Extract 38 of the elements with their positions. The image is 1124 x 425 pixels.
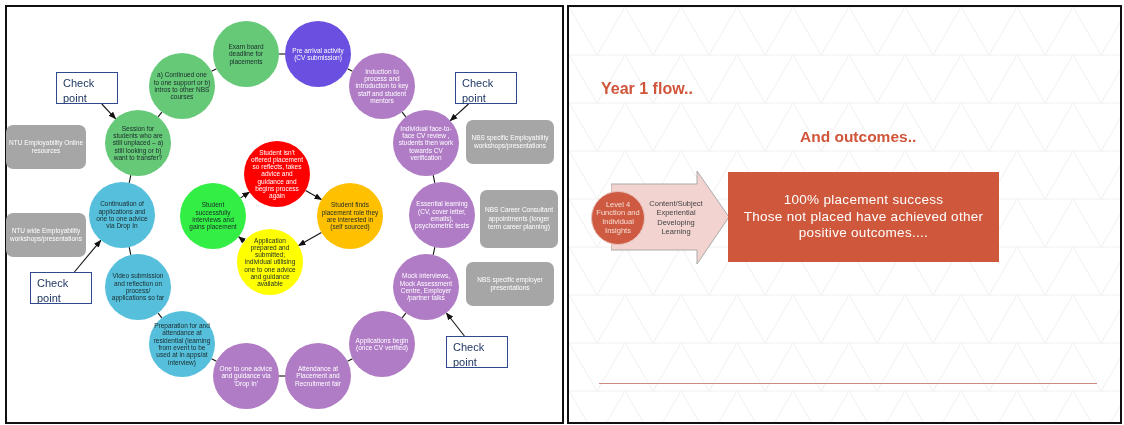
checkpoint-box [455, 72, 517, 104]
resource-box [466, 120, 554, 164]
checkpoint-box [56, 72, 118, 104]
checkpoint-box [446, 336, 508, 368]
slide-heading: Year 1 flow.. [601, 80, 693, 98]
connector-line [401, 312, 407, 319]
connector-line [157, 111, 163, 118]
checkpoint-label: Check point [37, 276, 70, 307]
connector-line [346, 68, 354, 72]
connector-line [401, 111, 407, 118]
connector-line [346, 358, 354, 362]
slide-heading: And outcomes.. [800, 128, 917, 146]
connector-line [210, 358, 218, 362]
arrow [445, 312, 465, 337]
resource-box [6, 125, 86, 169]
connector-line [432, 174, 436, 184]
checkpoint-box [30, 272, 92, 304]
resource-box [480, 190, 558, 248]
arrow [305, 189, 323, 201]
checkpoint-label: Check point [63, 76, 96, 107]
resource-box [466, 262, 554, 306]
resource-box [6, 213, 86, 257]
arrow [101, 103, 117, 120]
node-text: 100% placement success [782, 191, 945, 209]
arrow [73, 239, 102, 273]
connector-line [128, 174, 132, 184]
outcome-box [728, 172, 999, 262]
connector-line [278, 375, 286, 377]
checkpoint-label: Check point [462, 76, 495, 107]
connector-line [210, 68, 218, 72]
arrow [449, 103, 470, 122]
arrow [240, 191, 251, 199]
connector-line [157, 312, 163, 319]
checkpoint-label: Check point [453, 340, 486, 371]
arrow [238, 236, 246, 244]
node-text: Those not placed have achieved other positive outcomes.... [742, 208, 985, 243]
connector-line [278, 53, 286, 55]
arrow [297, 231, 322, 247]
